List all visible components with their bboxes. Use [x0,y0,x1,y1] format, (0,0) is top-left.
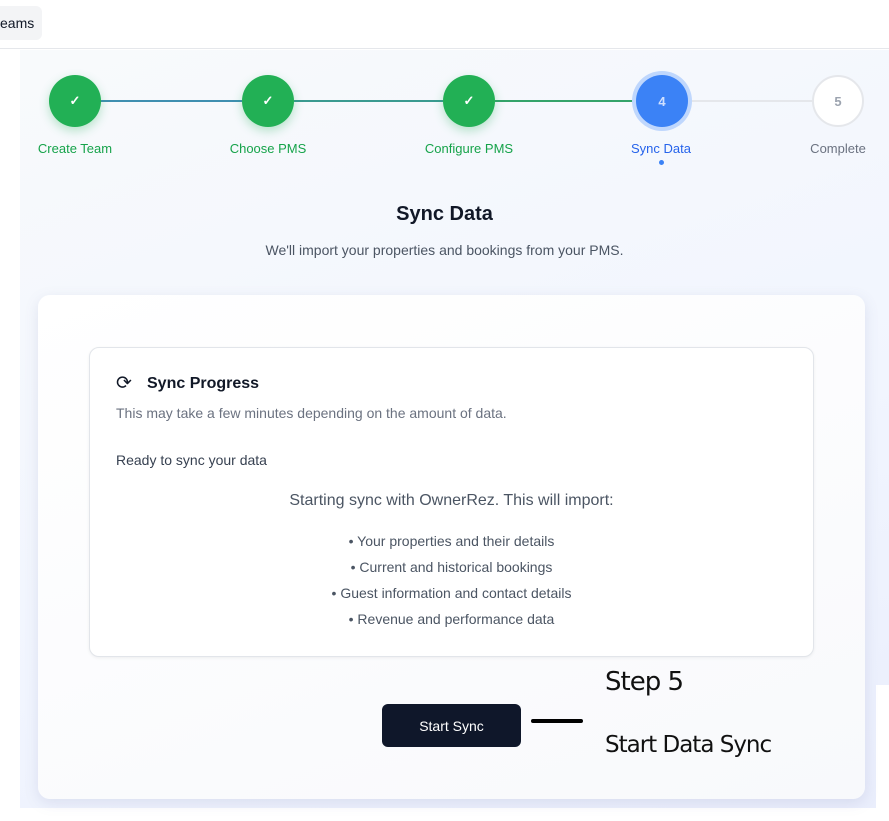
step-label: Complete [810,141,866,156]
list-item: • Revenue and performance data [348,611,555,627]
sync-description: This may take a few minutes depending on… [116,405,507,421]
step-connector [688,100,812,102]
step-create-team: ✓ [49,75,101,127]
check-icon: ✓ [463,93,475,108]
step-label: Choose PMS [229,141,307,156]
list-item: • Guest information and contact details [331,585,572,601]
start-sync-button[interactable]: Start Sync [382,704,521,747]
list-item: • Current and historical bookings [350,559,553,575]
active-step-indicator [659,160,664,165]
step-number: 5 [834,93,842,109]
annotation-step: Step 5 [605,667,684,697]
step-number: 4 [658,93,666,109]
sync-status: Ready to sync your data [116,452,267,468]
step-label: Create Team [37,141,113,156]
step-complete: 5 [812,75,864,127]
step-connector [100,100,242,102]
step-connector [495,100,634,102]
step-configure-pms: ✓ [443,75,495,127]
step-label: Configure PMS [424,141,514,156]
check-icon: ✓ [69,93,81,108]
page-subtitle: We'll import your properties and booking… [265,242,624,258]
teams-button[interactable]: eams [0,6,43,40]
check-icon: ✓ [262,93,274,108]
background-patch [876,685,889,821]
stepper: ✓ ✓ ✓ 4 5 Create Team Choose PMS Configu… [0,0,889,170]
step-connector [294,100,443,102]
annotation-line [531,719,583,723]
sync-starting-text: Starting sync with OwnerRez. This will i… [289,492,614,509]
annotation-text: Start Data Sync [605,732,772,758]
top-bar: eams [0,0,889,49]
import-list: • Your properties and their details • Cu… [89,533,814,637]
sync-progress-panel [89,347,814,657]
step-label: Sync Data [631,141,691,156]
step-sync-data: 4 [636,75,688,127]
list-item: • Your properties and their details [348,533,555,549]
step-choose-pms: ✓ [242,75,294,127]
refresh-icon: ⟳ [116,373,132,394]
sync-progress-title: Sync Progress [147,375,260,392]
page-title: Sync Data [396,203,493,225]
